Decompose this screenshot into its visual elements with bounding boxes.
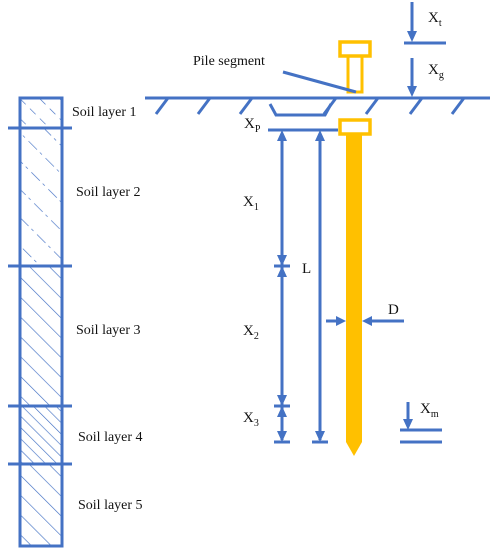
xg-marker <box>407 58 417 97</box>
pile-segment-label: Pile segment <box>193 54 265 69</box>
xt-label: Xt <box>428 10 442 29</box>
dimension-d <box>326 316 404 326</box>
ground-hatch-ticks <box>154 97 466 115</box>
xm-marker <box>400 402 442 444</box>
xg-label: Xg <box>428 62 444 81</box>
pile-head-cap <box>338 118 372 136</box>
pile-segment-cap <box>338 40 372 58</box>
x2-label: X2 <box>243 323 259 342</box>
x3-label: X3 <box>243 410 259 429</box>
l-label: L <box>302 261 311 277</box>
soil-layer-5-fill <box>20 464 62 546</box>
dimension-x-segments <box>274 130 290 444</box>
soil-layer-3-label: Soil layer 3 <box>76 323 141 338</box>
xp-recess-marker <box>268 103 333 117</box>
pile-segment-top <box>338 40 372 94</box>
soil-column <box>8 96 72 548</box>
soil-layer-1-fill <box>20 98 62 128</box>
soil-layer-5-label: Soil layer 5 <box>78 498 143 513</box>
soil-column-outline <box>18 96 64 548</box>
pile-shaft <box>346 134 362 456</box>
xt-marker <box>404 2 446 45</box>
soil-layer-3-fill <box>20 266 62 406</box>
soil-layer-4-fill <box>20 406 62 464</box>
d-label: D <box>388 302 399 318</box>
xp-label: XP <box>244 116 261 135</box>
soil-layer-4-label: Soil layer 4 <box>78 430 143 445</box>
soil-layer-2-fill <box>20 128 62 266</box>
dimension-l <box>312 130 328 444</box>
xm-label: Xm <box>420 401 439 420</box>
ground-surface <box>145 96 490 115</box>
main-pile <box>338 118 372 456</box>
x1-label: X1 <box>243 194 259 213</box>
soil-layer-2-label: Soil layer 2 <box>76 185 141 200</box>
pile-segment-pointer <box>282 70 357 94</box>
soil-layer-1-label: Soil layer 1 <box>72 105 137 120</box>
pile-segment-shaft <box>346 54 364 94</box>
